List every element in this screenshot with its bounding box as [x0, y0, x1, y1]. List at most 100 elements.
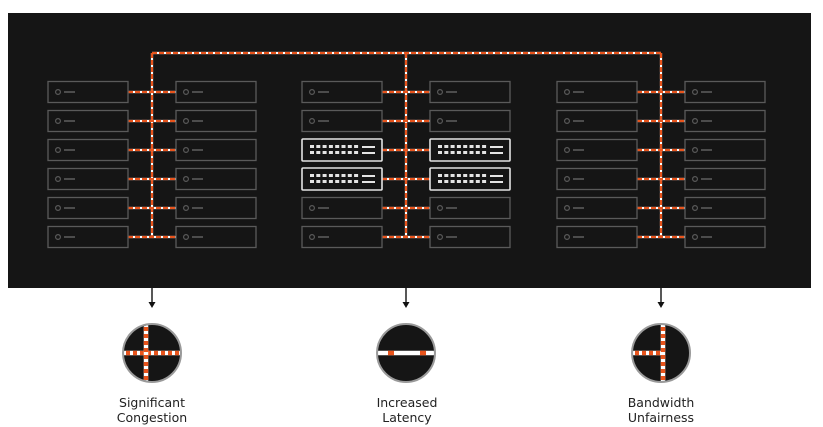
server-right-r2	[684, 109, 766, 133]
port-top	[444, 145, 449, 148]
server-body	[684, 196, 766, 220]
server-left-r2	[175, 109, 257, 133]
arrow-head-center	[402, 302, 410, 308]
power-led-icon	[54, 117, 61, 124]
server-right-r1	[684, 80, 766, 104]
port-top	[341, 145, 346, 148]
port-bottom	[354, 151, 359, 154]
server-body	[175, 80, 257, 104]
server-left-r1	[175, 80, 257, 104]
port-top	[450, 145, 455, 148]
port-bottom	[456, 180, 461, 183]
port-bottom	[322, 151, 327, 154]
server-left-r4	[175, 167, 257, 191]
power-led-icon	[54, 147, 61, 154]
power-led-icon	[309, 234, 316, 241]
latency-line-icon	[376, 323, 436, 383]
server-body	[47, 109, 129, 133]
port-bottom	[438, 180, 442, 183]
caption-line-1: Increased	[376, 395, 438, 410]
devices-layer	[47, 80, 766, 249]
server-left-l1	[47, 80, 129, 104]
port-bottom	[341, 151, 346, 154]
power-led-icon	[563, 88, 570, 95]
switch-indicator	[490, 175, 503, 177]
port-bottom	[444, 180, 449, 183]
port-bottom	[347, 180, 352, 183]
port-top	[482, 145, 487, 148]
server-body	[301, 196, 383, 220]
server-body	[301, 80, 383, 104]
port-bottom	[328, 151, 333, 154]
server-body	[47, 167, 129, 191]
power-led-icon	[437, 88, 444, 95]
port-top	[438, 174, 442, 177]
outcome-icons-layer	[122, 323, 691, 383]
arrows-layer	[148, 288, 665, 308]
server-body	[556, 225, 638, 249]
server-center-l5	[301, 196, 383, 220]
power-led-icon	[54, 205, 61, 212]
caption-line-1: Significant	[119, 395, 185, 410]
port-bottom	[438, 151, 442, 154]
port-bottom	[475, 151, 480, 154]
port-top	[456, 174, 461, 177]
switch-indicator	[362, 181, 375, 183]
port-top	[322, 145, 327, 148]
power-led-icon	[563, 176, 570, 183]
server-right-r4	[684, 167, 766, 191]
server-body	[301, 109, 383, 133]
power-led-icon	[309, 117, 316, 124]
switch-center-r4	[429, 167, 511, 191]
port-bottom	[310, 151, 314, 154]
power-led-icon	[691, 117, 698, 124]
caption-significant-congestion: Significant Congestion	[82, 395, 222, 425]
switch-indicator	[362, 152, 375, 154]
server-body	[175, 196, 257, 220]
switch-body	[429, 138, 511, 162]
server-left-l4	[47, 167, 129, 191]
power-led-icon	[309, 88, 316, 95]
power-led-icon	[691, 234, 698, 241]
server-right-r3	[684, 138, 766, 162]
power-led-icon	[691, 147, 698, 154]
server-left-l2	[47, 109, 129, 133]
switch-center-l3	[301, 138, 383, 162]
port-top	[322, 174, 327, 177]
port-bottom	[463, 151, 468, 154]
port-top	[335, 145, 340, 148]
power-led-icon	[309, 205, 316, 212]
unfairness-tee-icon	[631, 323, 691, 383]
power-led-icon	[183, 147, 190, 154]
port-top	[444, 174, 449, 177]
port-top	[463, 145, 468, 148]
port-bottom	[444, 151, 449, 154]
port-top	[310, 174, 314, 177]
server-center-r2	[429, 109, 511, 133]
caption-line-2: Latency	[382, 410, 432, 425]
switch-center-l4	[301, 167, 383, 191]
port-bottom	[310, 180, 314, 183]
caption-line-1: Bandwidth	[627, 395, 695, 410]
power-led-icon	[563, 234, 570, 241]
switch-center-r3	[429, 138, 511, 162]
port-bottom	[335, 180, 340, 183]
port-top	[341, 174, 346, 177]
switch-indicator	[362, 175, 375, 177]
port-top	[354, 145, 359, 148]
power-led-icon	[54, 88, 61, 95]
server-body	[556, 138, 638, 162]
caption-line-2: Unfairness	[627, 410, 695, 425]
power-led-icon	[437, 117, 444, 124]
server-right-l5	[556, 196, 638, 220]
server-body	[175, 109, 257, 133]
network-links	[128, 51, 685, 239]
port-bottom	[322, 180, 327, 183]
port-top	[482, 174, 487, 177]
server-center-r1	[429, 80, 511, 104]
port-top	[475, 145, 480, 148]
port-bottom	[335, 151, 340, 154]
port-top	[469, 145, 474, 148]
port-top	[328, 145, 333, 148]
port-top	[354, 174, 359, 177]
